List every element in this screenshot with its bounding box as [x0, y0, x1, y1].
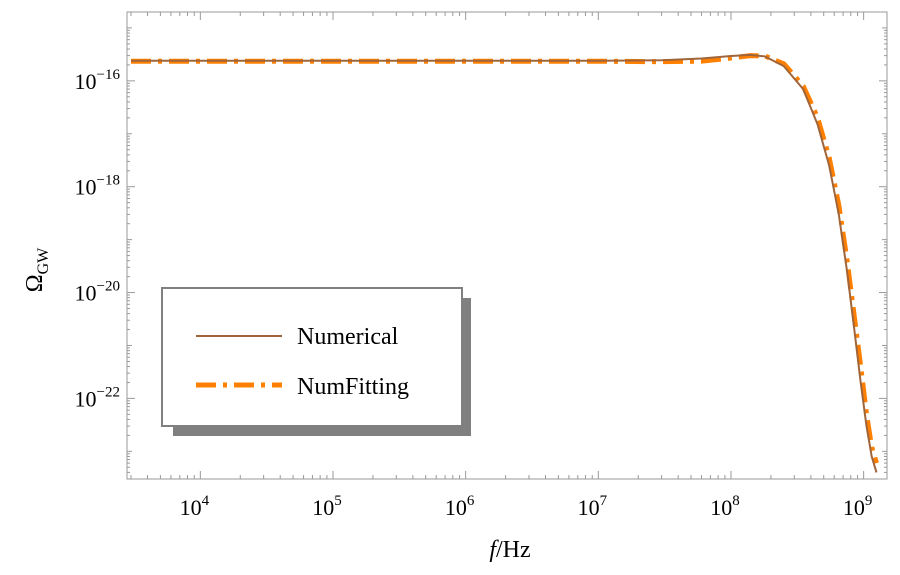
legend-box — [161, 287, 463, 427]
x-tick-label: 109 — [843, 493, 873, 520]
y-tick-label: 10−20 — [75, 279, 120, 306]
x-tick-label: 104 — [180, 493, 210, 520]
x-tick-label: 106 — [445, 493, 475, 520]
x-axis-label: f/Hz — [489, 537, 530, 563]
series-layer — [131, 53, 879, 473]
legend: Numerical NumFitting — [161, 287, 471, 436]
legend-label-numerical: Numerical — [297, 324, 399, 350]
plot-frame — [126, 11, 888, 480]
y-axis-ticks: 10−16 10−18 10−20 10−22 — [75, 11, 887, 473]
x-tick-label: 108 — [710, 493, 740, 520]
legend-label-numfitting: NumFitting — [297, 374, 409, 400]
x-axis-ticks: 104 105 106 107 108 109 — [130, 12, 873, 520]
y-axis-label: ΩGW — [22, 247, 52, 292]
y-tick-label: 10−22 — [75, 384, 120, 411]
series-line-numerical — [131, 53, 878, 473]
y-tick-label: 10−18 — [75, 173, 120, 200]
y-tick-label: 10−16 — [75, 67, 121, 94]
series-line-numfitting — [131, 53, 879, 464]
x-tick-label: 105 — [312, 493, 342, 520]
x-tick-label: 107 — [578, 493, 608, 520]
